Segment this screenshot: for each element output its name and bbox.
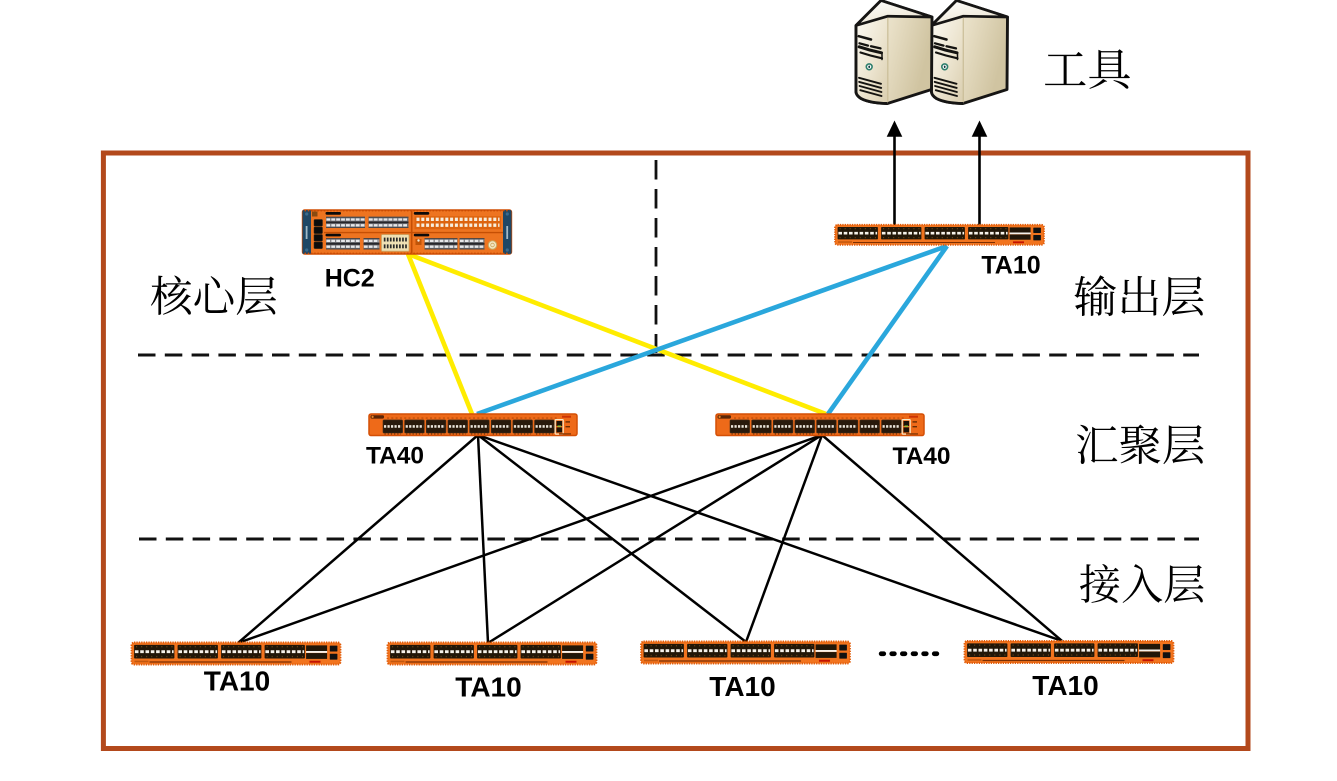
- svg-text:TA10: TA10: [709, 671, 775, 702]
- svg-text:TA10: TA10: [204, 665, 270, 696]
- svg-text:HC2: HC2: [325, 265, 375, 293]
- svg-text:TA10: TA10: [455, 672, 521, 703]
- svg-text:TA10: TA10: [981, 252, 1040, 280]
- svg-text:TA40: TA40: [892, 443, 950, 470]
- svg-text:TA10: TA10: [1032, 670, 1098, 701]
- svg-text:TA40: TA40: [366, 443, 424, 470]
